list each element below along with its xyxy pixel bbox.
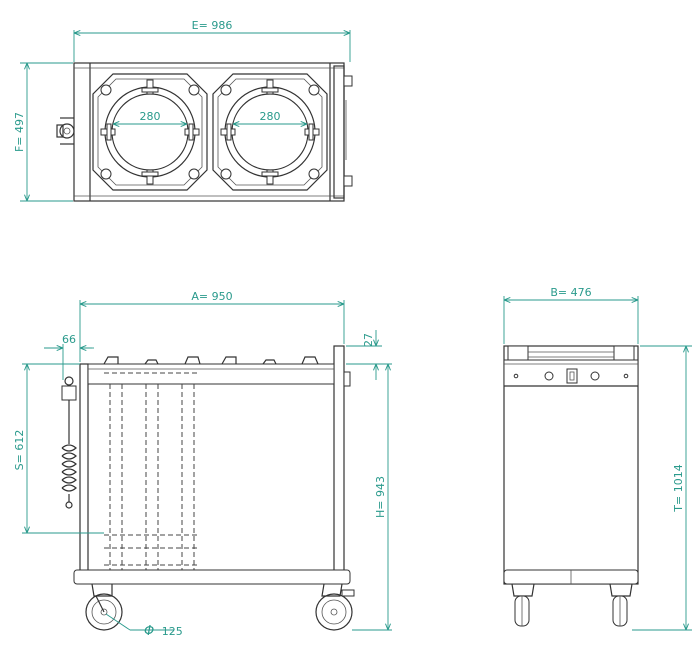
dim-F-label: F= 497 [13,112,26,152]
left-post [79,363,89,583]
dim-wheel-label: Φ 125 [144,624,183,639]
dim-H-label: H= 943 [374,476,387,518]
wheel-right [315,583,355,631]
side-view: A= 950 66 27 S= 612 H= 943 Φ 125 [13,290,392,639]
dim-ring-left-label: 280 [140,110,161,123]
push-handle [61,376,77,509]
dim-offset-label: 66 [62,333,76,346]
top-view: 280 280 E= 986 F= 497 [13,19,353,202]
dim-A-label: A= 950 [191,290,232,303]
dispenser-right [212,73,328,191]
dim-E-label: E= 986 [192,19,233,32]
dim-wheel-value: 125 [162,625,183,638]
diameter-symbol: Φ [144,624,154,639]
dim-top-label: 27 [362,333,375,347]
front-wheel-right [609,583,633,627]
control-panel [566,368,578,384]
front-view: B= 476 T= 1014 [503,286,692,631]
wheel-left [85,583,123,631]
handle-knob [59,123,75,139]
dim-S-label: S= 612 [13,430,26,471]
dim-T-label: T= 1014 [672,464,685,512]
side-base [73,569,351,585]
dim-ring-right-label: 280 [260,110,281,123]
dim-B-label: B= 476 [550,286,591,299]
front-wheel-left [511,583,535,627]
right-post [333,345,345,583]
dispenser-left [92,73,208,191]
